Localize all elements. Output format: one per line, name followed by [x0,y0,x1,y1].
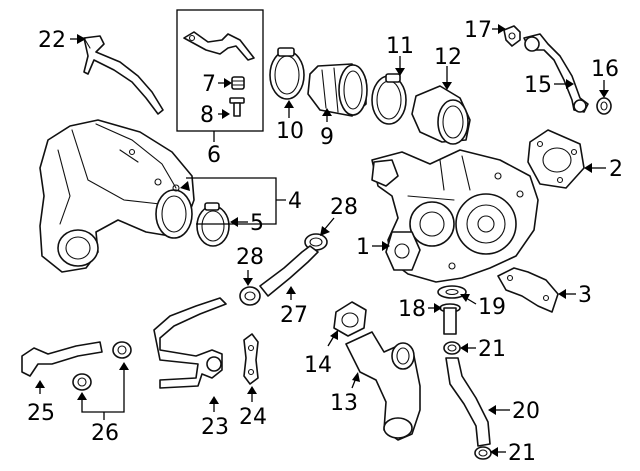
part-27-hose [259,245,319,297]
part-10-clamp [269,47,305,100]
part-1-turbocharger [371,149,539,283]
part-11-clamp [371,73,407,125]
callout-labels: 22 7 8 6 10 9 11 12 17 15 16 2 4 5 28 28… [27,18,623,466]
callout-22: 22 [38,28,66,53]
callout-26: 26 [91,421,119,446]
callout-5: 5 [250,211,264,236]
part-28-clamp-lower [239,286,261,306]
callout-8: 8 [200,103,214,128]
callout-10: 10 [276,119,304,144]
callout-20: 20 [512,399,540,424]
callout-2: 2 [609,157,623,182]
part-14-gasket [333,301,367,337]
callout-7: 7 [202,72,216,97]
part-13-elbow [345,331,421,441]
part-6-bracket [183,31,255,61]
part-18-fitting [439,303,461,335]
part-22-tube [83,35,164,115]
part-17-fitting [503,25,521,47]
part-15-oil-pipe [523,33,589,113]
callout-9: 9 [320,125,334,150]
callout-28-lower: 28 [236,245,264,270]
callout-28-upper: 28 [330,195,358,220]
callout-13: 13 [330,391,358,416]
callout-24: 24 [239,405,267,430]
callout-21-bottom: 21 [508,441,536,466]
part-21-clamp-bottom [474,446,492,460]
callout-19: 19 [478,295,506,320]
part-21-clamp-top [443,341,461,355]
callout-14: 14 [304,353,332,378]
callout-25: 25 [27,401,55,426]
part-23-pipe [153,297,227,389]
part-12-pipe [411,85,471,145]
part-5-clamp [196,202,230,247]
part-7-nut [231,76,245,90]
part-2-gasket [527,129,585,189]
part-26-clamps [72,341,132,391]
callout-18: 18 [398,297,426,322]
callout-11: 11 [386,34,414,59]
callout-15: 15 [524,73,552,98]
part-20-hose [445,357,491,447]
leader-lines [35,24,609,457]
callout-3: 3 [578,283,592,308]
callout-17: 17 [464,18,492,43]
callout-23: 23 [201,415,229,440]
part-24-bracket [243,333,259,385]
part-9-intake-hose [307,63,368,117]
callout-21-top: 21 [478,337,506,362]
part-16-washer [596,97,612,115]
callout-1: 1 [356,235,370,260]
part-25-hose [21,341,103,377]
callout-12: 12 [434,45,462,70]
air-intake-assembly [39,119,195,273]
part-6-group-box [176,9,264,132]
callout-4: 4 [288,189,302,214]
part-19-gasket [437,285,467,299]
callout-6: 6 [207,143,221,168]
part-3-bracket [497,267,559,313]
callout-16: 16 [591,57,619,82]
part-8-bolt [229,97,245,117]
callout-27: 27 [280,303,308,328]
